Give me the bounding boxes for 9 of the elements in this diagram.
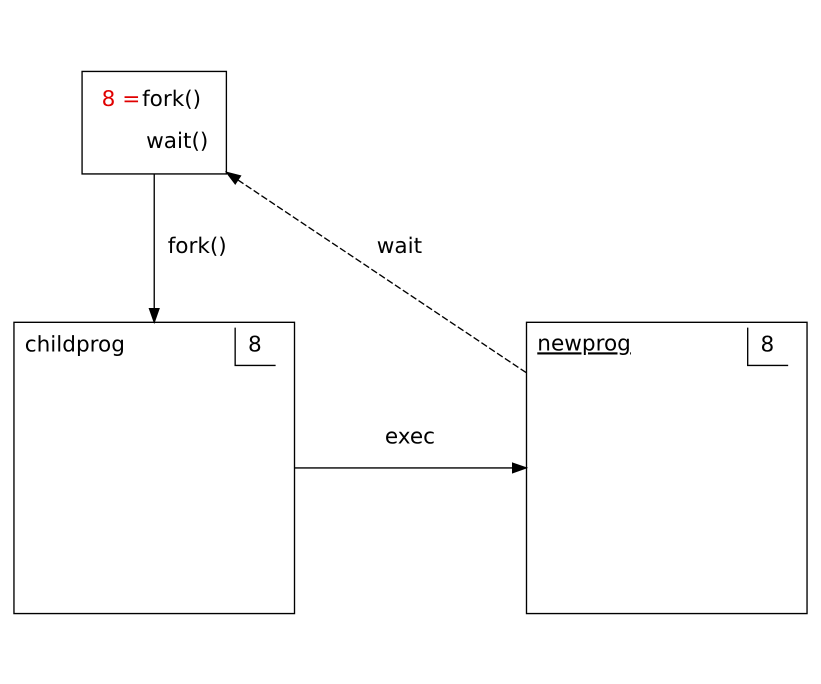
edge-label: wait — [376, 234, 422, 259]
edge-label: fork() — [168, 234, 227, 259]
arrow — [224, 170, 527, 373]
arrow — [148, 174, 160, 324]
node-box: childprog 8 — [13, 321, 296, 614]
edge-label: exec — [384, 424, 436, 449]
arrow — [294, 462, 528, 474]
node-box: 8 =fork() wait() — [81, 70, 228, 174]
node-box: newprog 8 — [526, 321, 808, 614]
